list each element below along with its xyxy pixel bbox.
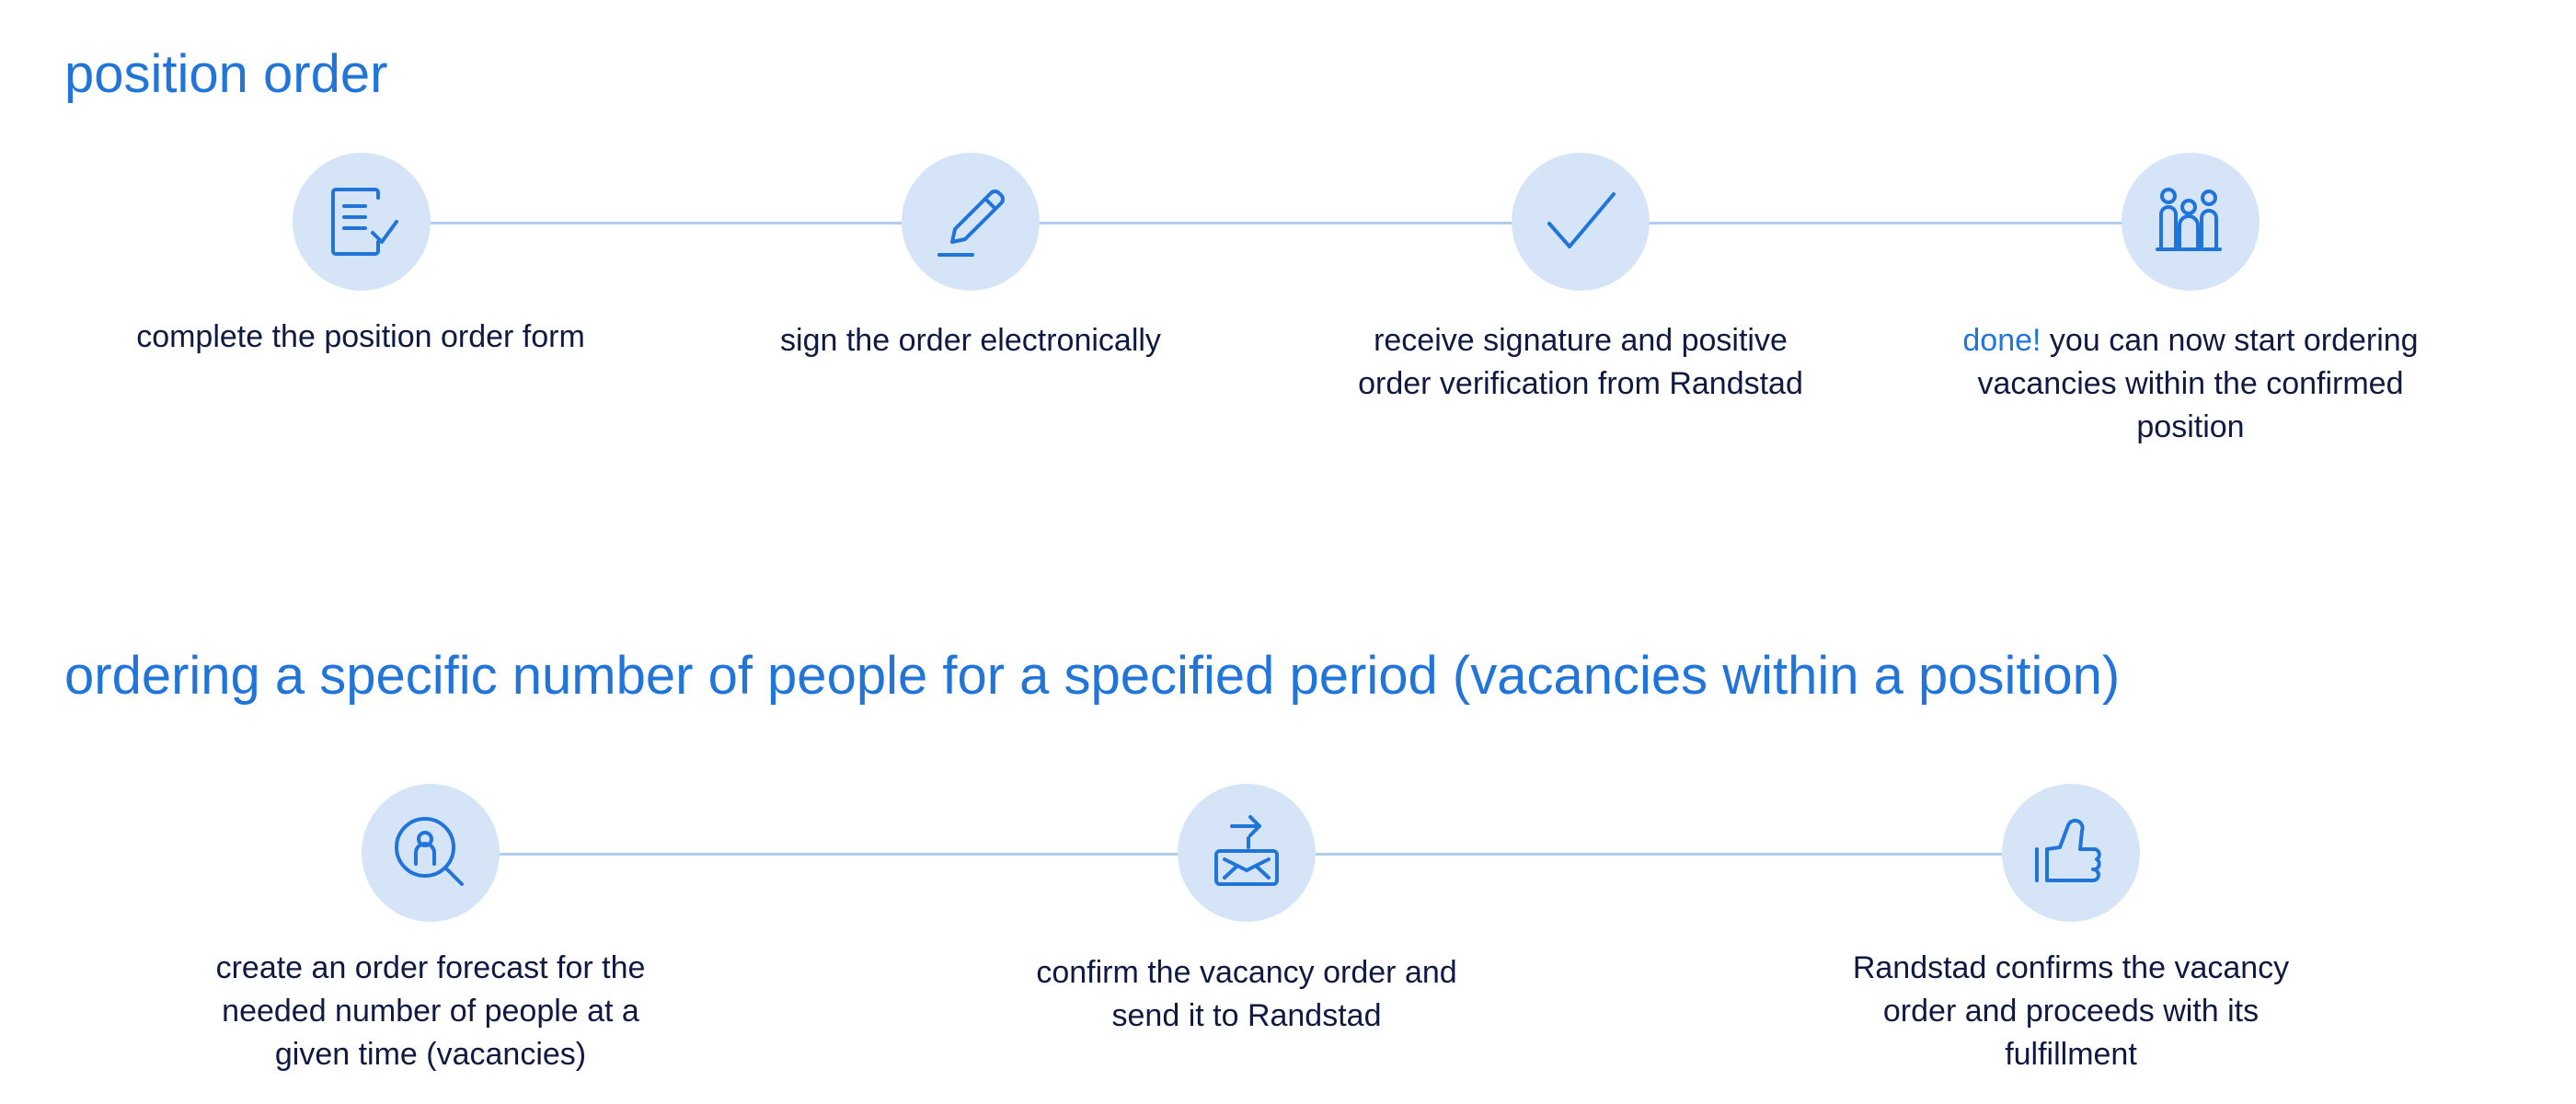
step-text: complete the position order form [121,316,600,359]
step-text: confirm the vacancy order and send it to… [1007,951,1486,1038]
thumbs-up-icon [2035,818,2101,882]
step-label: sign the order electronically [780,323,1161,358]
step-icon-circle [1512,153,1650,291]
connector-line [362,222,2194,224]
step-icon-circle [1178,784,1316,922]
step-label: receive signature and positive order ver… [1358,323,1803,401]
step-icon-circle [293,153,431,291]
section-title-position-order: position order [64,44,388,104]
step-label: confirm the vacancy order and send it to… [1036,955,1457,1033]
send-envelope-icon [1214,815,1279,886]
step-icon-circle [362,784,500,922]
section-title-vacancies: ordering a specific number of people for… [64,646,2121,706]
person-search-icon [395,817,464,886]
done-highlight: done! [1962,323,2041,358]
step-text: done! you can now start ordering vacanci… [1951,319,2430,449]
step-text: receive signature and positive order ver… [1341,319,1820,406]
document-check-icon [331,188,398,256]
people-group-icon [2156,188,2222,251]
step-text: create an order forecast for the needed … [191,947,670,1076]
pen-sign-icon [937,190,1005,257]
step-label: create an order forecast for the needed … [215,950,646,1072]
step-text: Randstad confirms the vacancy order and … [1832,947,2310,1076]
checkmark-icon [1547,192,1616,248]
step-label: complete the position order form [136,319,585,354]
step-label: you can now start ordering vacancies wit… [1977,323,2419,444]
step-label: Randstad confirms the vacancy order and … [1852,950,2290,1072]
step-icon-circle [2002,784,2140,922]
step-icon-circle [902,153,1040,291]
step-text: sign the order electronically [731,319,1210,362]
step-icon-circle [2122,153,2260,291]
